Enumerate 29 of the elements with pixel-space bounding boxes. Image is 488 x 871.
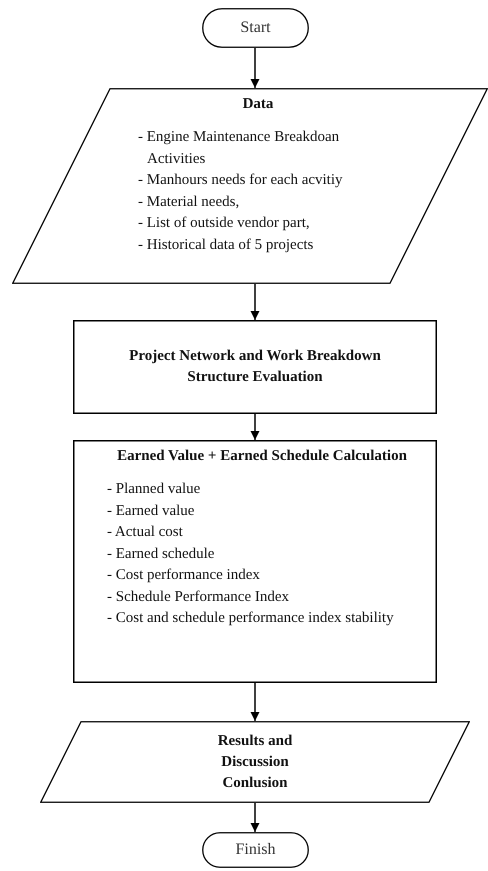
arrow <box>250 48 260 88</box>
list-item: - Earned schedule <box>107 544 216 564</box>
list-item: - Schedule Performance Index <box>107 588 290 606</box>
terminal-shape <box>202 832 309 868</box>
list-item: - Cost performance index <box>107 566 261 585</box>
list-item: - List of outside vendor part, <box>138 214 311 233</box>
node-heading: Earned Value + Earned Schedule Calculation <box>117 447 407 466</box>
terminal-label: Start <box>240 18 271 38</box>
node-heading: Data <box>242 95 274 114</box>
list-item: - Engine Maintenance Breakdoan Activities <box>138 128 340 168</box>
arrow <box>250 803 260 832</box>
list-item: - Manhours needs for each acvitiy <box>138 171 344 190</box>
process-box <box>73 320 437 414</box>
list-item: - Actual cost <box>107 523 184 542</box>
list-item: - Material needs, <box>138 192 240 212</box>
data-parallelogram <box>40 721 470 803</box>
list-item: - Planned value <box>107 480 202 499</box>
terminal-shape <box>202 8 309 48</box>
arrow <box>250 284 260 320</box>
data-parallelogram <box>12 88 488 284</box>
node-title: Project Network and Work Breakdown Structure Evaluation <box>128 347 382 387</box>
arrow <box>250 683 260 721</box>
arrow <box>250 414 260 440</box>
list-item: - Cost and schedule performance index stability <box>107 609 395 628</box>
process-box <box>73 440 437 683</box>
list-item: - Historical data of 5 projects <box>138 236 314 254</box>
list-item: - Earned value <box>107 502 196 520</box>
node-title: Results and Discussion Conlusion <box>216 732 294 792</box>
terminal-label: Finish <box>235 840 276 860</box>
